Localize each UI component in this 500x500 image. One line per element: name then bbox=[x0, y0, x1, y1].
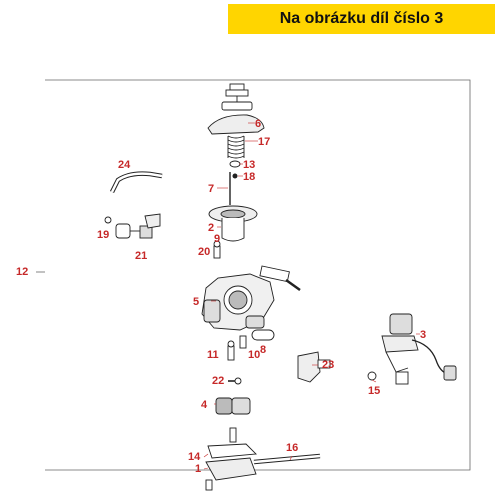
callout-13: 13 bbox=[243, 159, 256, 171]
carburetor-body-part bbox=[201, 273, 275, 331]
callout-3: 3 bbox=[420, 329, 427, 341]
vent-hose-part bbox=[109, 171, 163, 194]
callout-2: 2 bbox=[208, 222, 215, 234]
callout-24: 24 bbox=[118, 159, 131, 171]
callout-4: 4 bbox=[201, 399, 208, 411]
callout-11: 11 bbox=[207, 349, 219, 361]
callout-23: 23 bbox=[322, 359, 335, 371]
callout-20: 20 bbox=[198, 246, 211, 258]
callout-7: 7 bbox=[208, 183, 215, 195]
part-3-sensor bbox=[381, 313, 457, 385]
callout-16: 16 bbox=[286, 442, 299, 454]
callout-10: 10 bbox=[248, 349, 261, 361]
needle-washer-part bbox=[232, 173, 238, 179]
pilot-screw-part bbox=[213, 240, 221, 259]
bowl-gasket-part bbox=[207, 443, 257, 459]
part-number-banner: Na obrázku díl číslo 3 bbox=[228, 4, 495, 34]
callout-19: 19 bbox=[97, 229, 110, 241]
carb-cap-part bbox=[207, 114, 265, 135]
callout-1: 1 bbox=[195, 463, 202, 475]
callout-9: 9 bbox=[214, 233, 221, 245]
float-part bbox=[215, 397, 251, 415]
callout-21: 21 bbox=[135, 250, 148, 262]
callout-12: 12 bbox=[16, 266, 29, 278]
bracket-part bbox=[297, 351, 331, 383]
callout-15: 15 bbox=[368, 385, 381, 397]
drain-hose-part bbox=[251, 329, 275, 341]
float-bowl-part bbox=[205, 457, 257, 481]
vacuum-piston-part bbox=[208, 205, 258, 242]
drain-screw-part bbox=[205, 479, 213, 491]
callout-18: 18 bbox=[243, 171, 256, 183]
callout-8: 8 bbox=[260, 344, 267, 356]
callout-22: 22 bbox=[212, 375, 225, 387]
diagram-frame bbox=[45, 79, 471, 471]
callout-14: 14 bbox=[188, 451, 201, 463]
oring-part bbox=[367, 371, 377, 381]
callout-6: 6 bbox=[255, 118, 262, 130]
throttle-shaft-part bbox=[259, 265, 301, 292]
callout-17: 17 bbox=[258, 136, 271, 148]
cable-adjuster-part bbox=[221, 83, 253, 111]
slide-spring-part bbox=[227, 135, 245, 159]
callout-5: 5 bbox=[193, 296, 200, 308]
needle-clip-part bbox=[229, 160, 241, 168]
float-pin-part bbox=[228, 377, 242, 385]
auto-choke-part bbox=[104, 213, 161, 239]
float-needle-part bbox=[229, 427, 237, 443]
jet-set-part bbox=[227, 335, 247, 361]
